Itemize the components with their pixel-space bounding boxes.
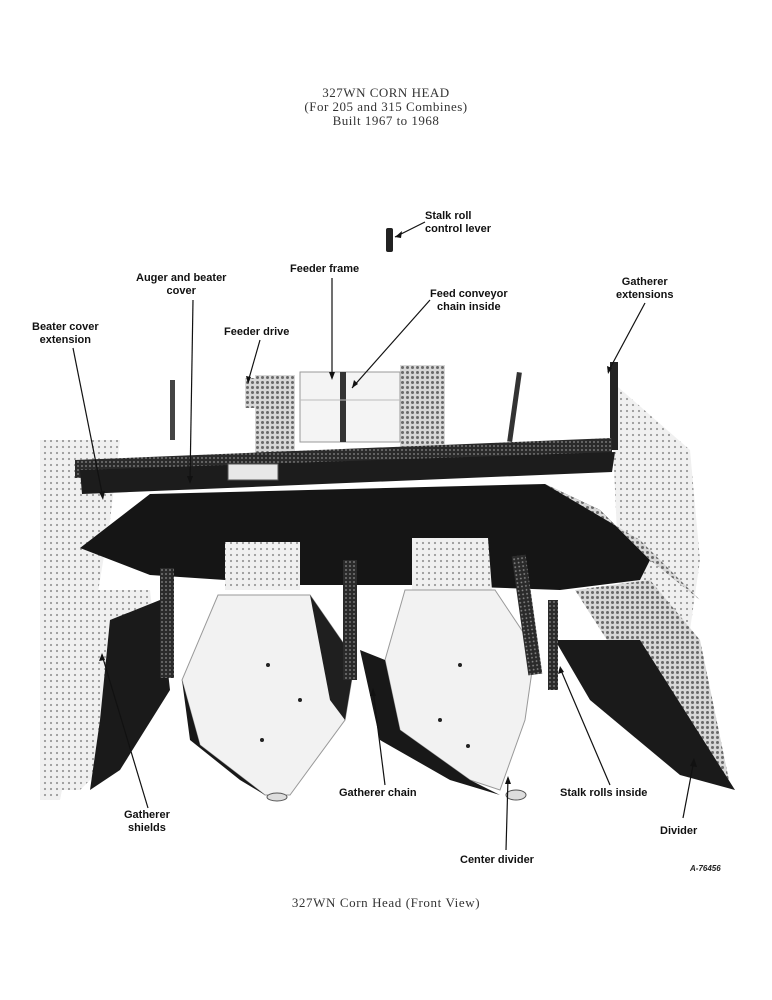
callout-line: Feeder frame [290,263,360,275]
callout-auger-beater-cover: Auger and beater cover [136,272,226,298]
callout-beater-cover-extension: Beater cover extension [32,321,99,347]
figure-caption: 327WN Corn Head (Front View) [291,895,481,910]
gatherer-shields [40,538,735,796]
leader-arrowheads [99,231,697,784]
callout-gatherer-extensions: Gatherer extensions [616,276,673,302]
callout-center-divider: Center divider [460,854,534,867]
callout-line: shields [127,822,166,834]
figure-number: A-76456 [690,864,721,873]
header-built: Built 1967 to 1968 [332,113,440,128]
feeder-housing [170,362,618,450]
callout-feeder-frame: Feeder frame [290,263,359,276]
callout-stalk-roll-control-lever: Stalk roll control lever [425,210,491,236]
callout-line: extensions [616,289,674,301]
callout-line: Feed conveyor [430,288,508,300]
leader-lines [72,221,695,851]
callout-line: cover [166,285,196,297]
callout-line: Gatherer [124,809,170,821]
callout-stalk-rolls-inside: Stalk rolls inside [560,787,647,800]
callout-divider: Divider [660,825,697,838]
callout-line: Stalk roll [425,210,472,222]
feeder-frame-rail [75,438,615,494]
header-subtitle: (For 205 and 315 Combines) [304,99,468,114]
document-header: 327WN CORN HEAD (For 205 and 315 Combine… [0,86,772,128]
callout-feeder-drive: Feeder drive [224,326,289,339]
header-title: 327WN CORN HEAD [322,85,450,100]
callout-line: Divider [660,825,698,837]
callout-line: Beater cover [32,321,99,333]
callout-line: control lever [425,223,492,235]
callout-line: Center divider [460,854,534,866]
callout-line: Feeder drive [224,326,290,338]
callout-gatherer-shields: Gatherer shields [124,809,170,835]
callout-feed-conveyor-chain: Feed conveyor chain inside [430,288,508,314]
callout-line: chain inside [437,301,501,313]
callout-line: Stalk rolls inside [560,787,648,799]
stalk-roll-control-lever [386,228,393,252]
callout-line: extension [39,334,91,346]
callout-line: Gatherer [621,276,668,288]
auger-beater-cover [80,484,700,600]
callout-gatherer-chain: Gatherer chain [339,787,417,800]
callout-line: Gatherer chain [339,787,417,799]
shield-bolts [260,663,527,802]
callout-line: Auger and beater [136,272,227,284]
